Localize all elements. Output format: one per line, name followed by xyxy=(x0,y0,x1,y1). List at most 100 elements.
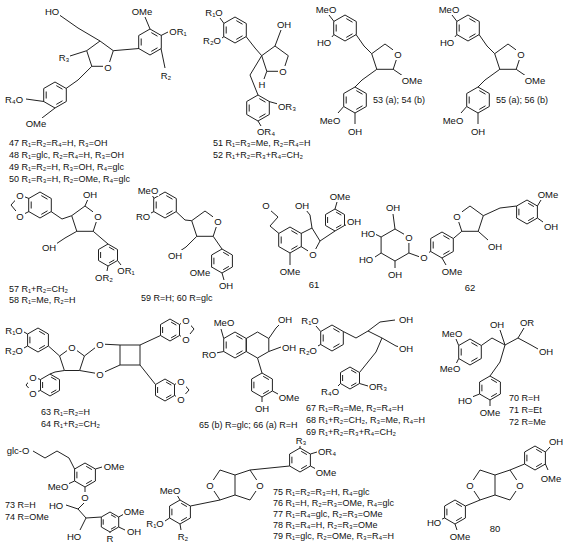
bond-line xyxy=(326,209,345,231)
bond-line xyxy=(360,338,383,373)
bond-line xyxy=(31,202,32,209)
bond-line xyxy=(545,464,548,470)
bond-line xyxy=(469,34,475,38)
bond-line xyxy=(165,518,170,521)
bond-line xyxy=(51,212,72,220)
bond-line xyxy=(343,331,382,338)
atom-label: HO xyxy=(360,228,376,239)
atom-label: R₂ xyxy=(177,531,190,542)
bond-line xyxy=(341,367,360,389)
atom-label: OH xyxy=(543,221,559,232)
atom-label: O xyxy=(181,315,190,326)
atom-label: MeO xyxy=(439,363,462,374)
atom-label: OR₃ xyxy=(277,101,297,112)
compound-legend: 76 R₁=H, R₂=R₃=OMe, R₄=glc xyxy=(272,498,395,509)
bond-line xyxy=(56,86,62,90)
compound-legend: 79 R₁=glc, R₂=OMe, R₃=R₄=H xyxy=(272,531,395,542)
compound-legend: 55 (a); 56 (b) xyxy=(495,95,549,106)
bond-line xyxy=(161,49,165,69)
bond-line xyxy=(443,251,449,255)
bond-line xyxy=(259,114,265,118)
bond-line xyxy=(235,475,236,495)
atom-label: OR₄ xyxy=(317,446,337,457)
bond-line xyxy=(139,29,162,55)
bond-line xyxy=(76,472,77,479)
bond-line xyxy=(453,231,462,238)
bond-line xyxy=(246,37,262,56)
bond-line xyxy=(306,210,312,228)
bond-line xyxy=(58,14,100,41)
bond-line xyxy=(156,202,157,209)
bond-line xyxy=(329,15,334,22)
bond-line xyxy=(33,451,75,469)
atom-label: OR₄ xyxy=(256,126,276,137)
bond-line xyxy=(180,524,181,530)
atom-label: MeO xyxy=(441,328,464,339)
bond-line xyxy=(236,21,242,25)
atom-label: MeO xyxy=(47,481,70,492)
atom-label: OH xyxy=(387,269,403,280)
bond-line xyxy=(166,211,172,215)
bond-line xyxy=(111,515,116,518)
bond-line xyxy=(170,500,191,524)
bond-line xyxy=(262,397,263,402)
bond-line xyxy=(141,39,142,46)
bond-line xyxy=(526,455,527,462)
bond-line xyxy=(334,15,357,41)
bond-line xyxy=(356,91,362,95)
bond-line xyxy=(300,446,301,448)
bond-line xyxy=(336,212,341,215)
bond-line xyxy=(120,345,140,365)
bond-line xyxy=(335,202,337,209)
bond-line xyxy=(459,25,460,32)
bond-line xyxy=(459,339,482,365)
compound-legend: 58 R₁=Me, R₂=H xyxy=(8,295,77,306)
bond-line xyxy=(517,200,538,224)
atom-label: OR₃ xyxy=(368,381,388,392)
bond-line xyxy=(471,358,477,362)
atom-label: OMe xyxy=(524,75,547,86)
atom-label: O xyxy=(278,66,287,77)
atom-label: HO xyxy=(439,37,455,48)
bond-line xyxy=(41,196,47,200)
bond-line xyxy=(467,87,490,113)
bond-line xyxy=(223,266,229,269)
bond-line xyxy=(536,449,542,452)
bond-line xyxy=(478,69,500,87)
bond-line xyxy=(356,35,372,54)
bond-line xyxy=(220,18,224,24)
atom-label: OH xyxy=(218,280,234,291)
bond-line xyxy=(99,244,118,266)
bond-line xyxy=(66,502,85,509)
bond-line xyxy=(321,325,344,351)
atom-label: OH xyxy=(487,241,503,252)
bond-line xyxy=(336,225,341,228)
bond-line xyxy=(510,464,525,470)
bond-line xyxy=(495,475,496,495)
bond-line xyxy=(86,480,92,483)
atom-label: O xyxy=(15,190,24,201)
bond-line xyxy=(455,524,457,530)
atom-label: R₁O xyxy=(204,7,223,18)
atom-label: OH xyxy=(281,342,297,353)
atom-label: O xyxy=(176,376,185,387)
bond-line xyxy=(518,328,524,338)
atom-label: OH xyxy=(538,346,554,357)
bond-line xyxy=(236,351,242,355)
atom-label: OR₁ xyxy=(116,265,135,276)
bond-line xyxy=(356,106,362,110)
bond-line xyxy=(249,105,250,112)
atom-label: O xyxy=(205,480,214,491)
bond-line xyxy=(171,322,176,325)
bond-line xyxy=(472,394,480,397)
compound-legend: 52 R₁+R₂=R₃+R₄=CH₂ xyxy=(212,150,304,161)
compound-legend: 67 R₁=R₃=Me, R₂=R₄=H xyxy=(305,403,404,414)
compound-legend: 73 R=H xyxy=(4,500,37,511)
bond-line xyxy=(479,91,485,95)
atom-label: O xyxy=(308,249,317,260)
atom-label: HO xyxy=(48,500,64,511)
bond-line xyxy=(42,382,43,388)
bond-line xyxy=(107,266,108,271)
bond-line xyxy=(456,339,459,346)
